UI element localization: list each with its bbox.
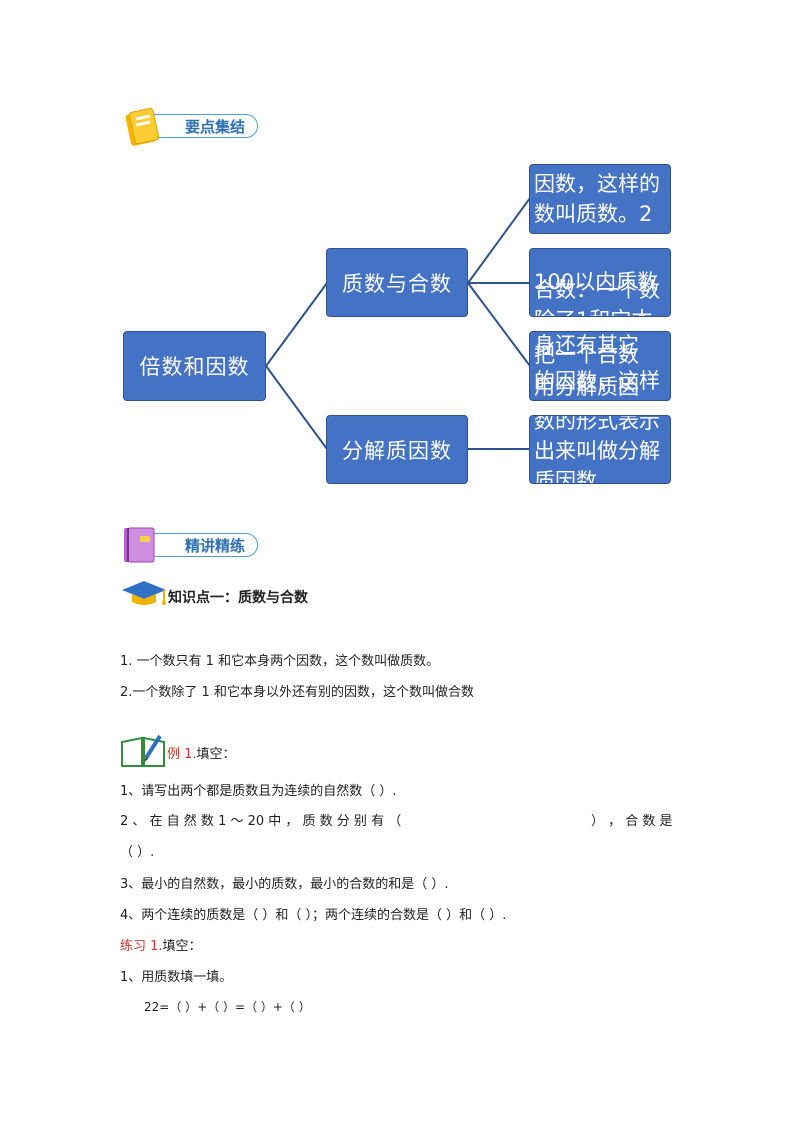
leaf-text: 因数，这样的数叫质数。2 <box>534 172 660 226</box>
practice-equation: 22=（ ）+（ ）=（ ）+（ ） <box>144 1000 311 1014</box>
leaf-text: 把一个合数 <box>534 343 639 367</box>
leaf-text: 身还有其它 <box>534 333 639 357</box>
notebook-icon <box>125 107 160 146</box>
mindmap-connectors <box>265 197 531 450</box>
mindmap-branch-factorization: 分解质因数 <box>326 415 468 484</box>
example-label-suffix: 填空： <box>196 747 236 762</box>
section-banner-lecture: 精讲精练 <box>140 533 258 557</box>
practice-label-prefix: 练习 <box>120 939 151 954</box>
practice-label: 练习 1.填空： <box>120 935 202 954</box>
example-question-2a: 2 、 在 自 然 数 1 ～ 20 中 ， 质 数 分 别 有 （ <box>120 814 402 829</box>
example-question-2c: （ ）. <box>120 845 155 860</box>
practice-question-1: 1、用质数填一填。 <box>120 970 233 985</box>
branch-label: 分解质因数 <box>342 438 452 463</box>
section-title: 要点集结 <box>185 118 246 136</box>
book-icon <box>124 527 155 563</box>
leaf-text: 的因数，这样 <box>534 369 660 393</box>
example-label: 例 1.填空： <box>167 743 236 762</box>
section-title: 精讲精练 <box>185 537 246 555</box>
mindmap-leaf-overlap: 身还有其它 把一个合数 的因数，这样 用分解质因 <box>529 331 671 401</box>
leaf-text: 数的形式表示出来叫做分解质因数 <box>534 415 660 484</box>
graduation-cap-icon <box>122 581 166 605</box>
mindmap-leaf-factorization-def: 数的形式表示出来叫做分解质因数 <box>529 415 671 484</box>
practice-label-suffix: 填空： <box>162 939 202 954</box>
open-book-pencil-icon <box>121 734 165 767</box>
example-label-num: 1. <box>184 747 197 762</box>
knowledge-item-2: 2.一个数除了 1 和它本身以外还有别的因数，这个数叫做合数 <box>120 685 474 700</box>
example-question-3: 3、最小的自然数，最小的质数，最小的合数的和是（ ）. <box>120 877 449 892</box>
root-label: 倍数和因数 <box>139 355 250 379</box>
knowledge-title: 知识点一：质数与合数 <box>168 590 308 606</box>
leaf-text: 用分解质因 <box>534 375 639 399</box>
practice-label-num: 1. <box>150 939 163 954</box>
mindmap-branch-prime-composite: 质数与合数 <box>326 248 468 317</box>
mindmap-root: 倍数和因数 <box>123 331 266 401</box>
example-label-prefix: 例 <box>167 747 185 762</box>
mindmap-leaf-prime-def: 因数，这样的数叫质数。2 <box>529 164 671 234</box>
example-question-2b: ） ， 合 数 是 <box>591 814 673 829</box>
section-banner-key-points: 要点集结 <box>140 114 258 138</box>
example-question-4: 4、两个连续的质数是（ ）和（ ）；两个连续的合数是（ ）和（ ）. <box>120 908 507 923</box>
example-question-1: 1、请写出两个都是质数且为连续的自然数（ ）. <box>120 784 397 799</box>
leaf-text: 100以内质数 <box>534 270 659 294</box>
branch-label: 质数与合数 <box>342 271 452 296</box>
knowledge-item-1: 1. 一个数只有 1 和它本身两个因数，这个数叫做质数。 <box>120 654 440 669</box>
